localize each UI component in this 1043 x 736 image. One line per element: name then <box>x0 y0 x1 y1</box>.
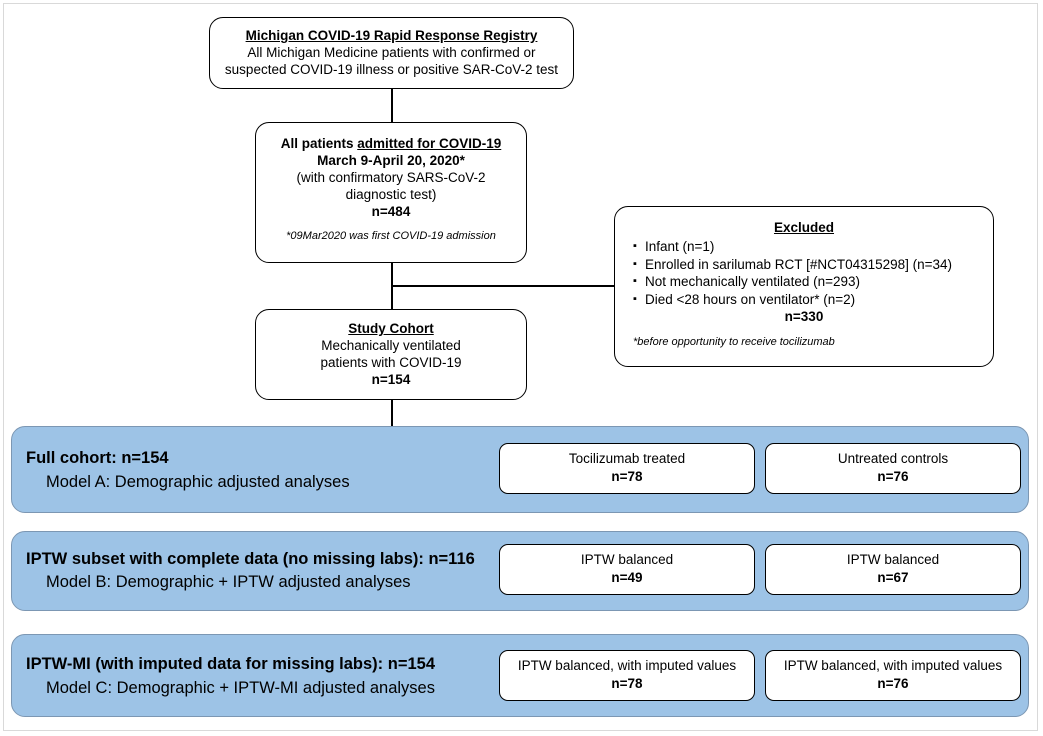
registry-title: Michigan COVID-19 Rapid Response Registr… <box>245 28 538 43</box>
excluded-item: Enrolled in sarilumab RCT [#NCT04315298]… <box>633 256 993 274</box>
study-cohort-line-2: patients with COVID-19 <box>320 355 462 370</box>
arm-box-treated: IPTW balanced n=49 <box>499 544 755 595</box>
admitted-count: n=484 <box>371 204 411 219</box>
registry-line-1: All Michigan Medicine patients with conf… <box>247 45 536 60</box>
excluded-count: n=330 <box>784 309 824 324</box>
arm-count: n=76 <box>877 676 909 691</box>
arm-count: n=78 <box>611 469 643 484</box>
excluded-item: Not mechanically ventilated (n=293) <box>633 273 993 291</box>
excluded-item: Infant (n=1) <box>633 238 993 256</box>
registry-line-2: suspected COVID-19 illness or positive S… <box>224 62 559 77</box>
arm-count: n=78 <box>611 676 643 691</box>
arm-box-treated: IPTW balanced, with imputed values n=78 <box>499 650 755 701</box>
connector-to-excluded <box>391 285 614 287</box>
admitted-title-prefix: All patients <box>280 136 358 151</box>
admitted-title: All patients admitted for COVID-19 <box>256 135 526 152</box>
arm-box-control: Untreated controls n=76 <box>765 443 1021 494</box>
study-cohort-line-1: Mechanically ventilated <box>321 338 461 353</box>
registry-box: Michigan COVID-19 Rapid Response Registr… <box>209 17 574 89</box>
excluded-item: Died <28 hours on ventilator* (n=2) <box>633 291 993 309</box>
band-iptw-subset: IPTW subset with complete data (no missi… <box>11 531 1029 611</box>
excluded-footnote: *before opportunity to receive tocilizum… <box>633 336 835 348</box>
connector-cohort-to-bands <box>391 399 393 427</box>
arm-box-control: IPTW balanced, with imputed values n=76 <box>765 650 1021 701</box>
arm-count: n=67 <box>877 570 909 585</box>
arm-label: IPTW balanced, with imputed values <box>517 658 737 673</box>
admitted-line-1: (with confirmatory SARS-CoV-2 <box>296 170 486 185</box>
study-cohort-box: Study Cohort Mechanically ventilated pat… <box>255 309 527 400</box>
connector-registry-to-admitted <box>391 88 393 122</box>
admitted-line-2: diagnostic test) <box>345 187 437 202</box>
admitted-box: All patients admitted for COVID-19 March… <box>255 122 527 263</box>
study-cohort-count: n=154 <box>371 372 411 387</box>
admitted-footnote: *09Mar2020 was first COVID-19 admission <box>286 230 496 242</box>
arm-box-treated: Tocilizumab treated n=78 <box>499 443 755 494</box>
arm-label: IPTW balanced <box>846 552 940 567</box>
arm-label: Untreated controls <box>837 451 949 466</box>
excluded-box: Excluded Infant (n=1) Enrolled in sarilu… <box>614 206 994 367</box>
band-model: Model B: Demographic + IPTW adjusted ana… <box>46 573 411 591</box>
band-title: Full cohort: n=154 <box>26 449 169 467</box>
arm-count: n=76 <box>877 469 909 484</box>
excluded-title: Excluded <box>773 220 835 235</box>
admitted-dates: March 9-April 20, 2020* <box>317 153 465 168</box>
excluded-list: Infant (n=1) Enrolled in sarilumab RCT [… <box>633 238 993 308</box>
band-title: IPTW-MI (with imputed data for missing l… <box>26 655 435 673</box>
arm-label: IPTW balanced, with imputed values <box>783 658 1003 673</box>
band-iptw-mi: IPTW-MI (with imputed data for missing l… <box>11 634 1029 717</box>
band-full-cohort: Full cohort: n=154 Model A: Demographic … <box>11 426 1029 513</box>
band-title: IPTW subset with complete data (no missi… <box>26 550 475 568</box>
band-model: Model C: Demographic + IPTW-MI adjusted … <box>46 679 435 697</box>
arm-box-control: IPTW balanced n=67 <box>765 544 1021 595</box>
arm-count: n=49 <box>611 570 643 585</box>
band-model: Model A: Demographic adjusted analyses <box>46 473 350 491</box>
study-cohort-title: Study Cohort <box>348 321 434 336</box>
admitted-title-underlined: admitted for COVID-19 <box>357 136 502 151</box>
arm-label: IPTW balanced <box>580 552 674 567</box>
arm-label: Tocilizumab treated <box>568 451 686 466</box>
figure-frame <box>3 3 1038 731</box>
